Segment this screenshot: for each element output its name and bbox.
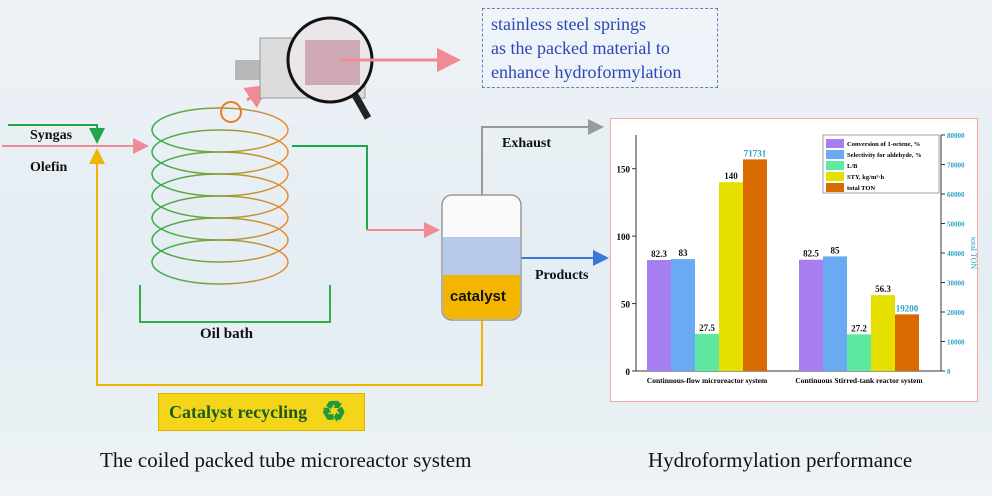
recycle-line [89, 148, 483, 386]
y2-tick-label: 50000 [947, 221, 965, 229]
y-tick-label: 50 [621, 300, 631, 310]
olefin-label: Olefin [30, 160, 68, 175]
y-tick-label: 0 [626, 367, 631, 377]
legend-swatch [826, 183, 844, 192]
legend-label: Selectivity for aldehyde, % [847, 152, 922, 159]
performance-chart: 0 50 100 150 0 10000 20000 30000 40000 50000 60000… [610, 118, 978, 402]
coil-reactor [151, 107, 289, 285]
bar [719, 182, 743, 371]
y2-tick-label: 70000 [947, 162, 965, 170]
exhaust-line [481, 119, 604, 195]
data-label: 85 [831, 245, 841, 255]
bar [743, 159, 767, 371]
catalyst-recycling-label: Catalyst recycling [169, 401, 308, 422]
y2-tick-label: 60000 [947, 191, 965, 199]
bar [647, 260, 671, 371]
bar [895, 314, 919, 371]
legend-label: L/B [847, 163, 858, 170]
y2-axis-label: total TON [969, 237, 977, 270]
data-label: 140 [724, 171, 738, 181]
syngas-line [8, 124, 105, 144]
y2-tick-label: 30000 [947, 280, 965, 288]
separator-vessel [441, 194, 522, 321]
note-line: stainless steel springs [491, 14, 646, 34]
y2-tick-label: 40000 [947, 250, 965, 258]
oil-bath-label: Oil bath [200, 326, 253, 342]
legend-swatch [826, 150, 844, 159]
x-tick-label: Continuous-flow microreactor system [647, 376, 768, 385]
data-label: 82.3 [651, 249, 667, 259]
y2-tick-label: 80000 [947, 132, 965, 140]
note-line: enhance hydroformylation [491, 62, 682, 82]
legend-label: Conversion of 1-octene, % [847, 141, 920, 148]
data-label: 19200 [896, 303, 919, 313]
data-label: 82.5 [803, 249, 819, 259]
x-tick-label: Continuous Stirred-tank reactor system [795, 376, 923, 385]
y2-tick-label: 20000 [947, 309, 965, 317]
bar [799, 259, 823, 371]
data-label: 56.3 [875, 284, 891, 294]
data-label: 27.2 [851, 323, 867, 333]
bar [871, 295, 895, 371]
exhaust-label: Exhaust [502, 136, 552, 151]
bar [823, 256, 847, 371]
catalyst-recycling-box: Catalyst recycling ♻ [158, 393, 365, 431]
zoom-circle [220, 101, 242, 123]
bar [671, 259, 695, 371]
note-line: as the packed material to [491, 38, 670, 58]
chart-svg: 0 50 100 150 0 10000 20000 30000 40000 50000 60000… [617, 132, 979, 385]
products-label: Products [535, 268, 589, 283]
packing-note: stainless steel springs as the packed ma… [482, 8, 718, 88]
bar [847, 334, 871, 371]
data-label: 83 [679, 248, 689, 258]
oil-bath [139, 285, 331, 323]
legend-swatch [826, 161, 844, 170]
y2-tick-label: 0 [947, 368, 951, 376]
data-label: 71731 [744, 148, 767, 158]
right-caption: Hydroformylation performance [648, 448, 913, 472]
outlet-line [292, 145, 368, 230]
left-caption: The coiled packed tube microreactor syst… [100, 448, 472, 472]
data-label: 27.5 [699, 323, 715, 333]
catalyst-label: catalyst [450, 288, 506, 305]
magnifier-icon [235, 16, 374, 120]
y-tick-label: 150 [617, 165, 631, 175]
y-tick-label: 100 [617, 232, 631, 242]
legend-label: STY, kg/m³·h [847, 174, 884, 181]
legend-label: total TON [847, 185, 875, 192]
recycle-icon: ♻ [321, 397, 347, 428]
bar [695, 333, 719, 371]
syngas-label: Syngas [30, 128, 73, 143]
legend-swatch [826, 139, 844, 148]
y2-tick-label: 10000 [947, 339, 965, 347]
legend-swatch [826, 172, 844, 181]
